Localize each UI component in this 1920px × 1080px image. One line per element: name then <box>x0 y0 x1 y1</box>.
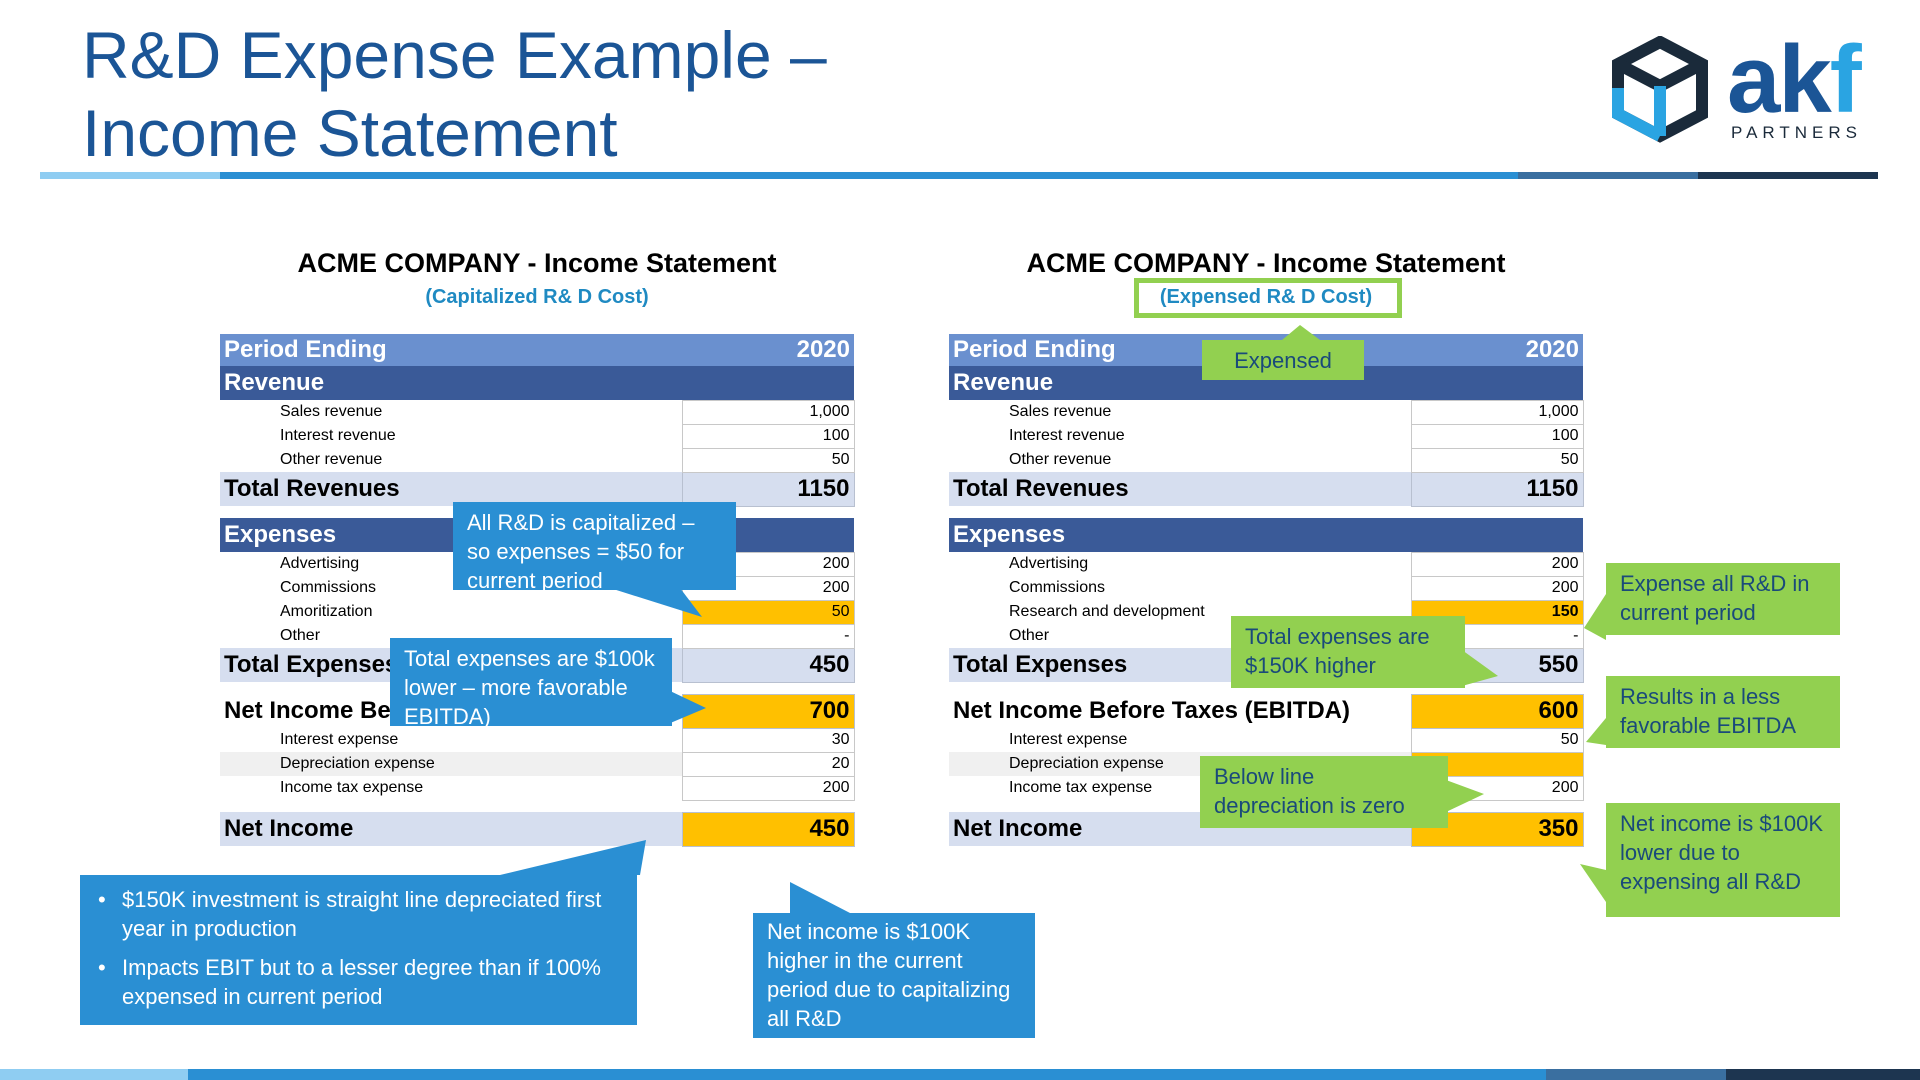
expenses-section: Expenses <box>949 518 1583 552</box>
period-row: Period Ending 2020 <box>220 334 854 366</box>
callout-less-favorable: Results in a less favorable EBITDA <box>1606 676 1840 748</box>
callout-depreciation-bullets: $150K investment is straight line deprec… <box>80 875 637 1025</box>
slide-title: R&D Expense Example – Income Statement <box>82 16 827 172</box>
statement-title: ACME COMPANY - Income Statement <box>1026 248 1506 278</box>
period-label: Period Ending <box>220 334 682 366</box>
revenue-section: Revenue <box>220 366 854 400</box>
subtitle-highlight-box <box>1134 278 1402 318</box>
cube-logo-icon <box>1612 36 1708 143</box>
statement-subtitle: (Expensed R& D Cost) <box>1159 286 1373 308</box>
pointer-net-lower <box>1580 864 1606 902</box>
footer-divider <box>0 1069 1920 1080</box>
callout-expense-all: Expense all R&D in current period <box>1606 563 1840 635</box>
logo-wordmark: akf <box>1727 26 1862 133</box>
callout-capitalized: All R&D is capitalized – so expenses = $… <box>453 502 736 593</box>
income-statement-capitalized: ACME COMPANY - Income Statement (Capital… <box>220 246 855 847</box>
pointer-expense-all <box>1584 594 1606 640</box>
callout-expensed: Expensed <box>1202 340 1364 380</box>
pointer-net-higher <box>790 882 850 913</box>
callout-lower-expenses: Total expenses are $100k lower – more fa… <box>390 638 672 729</box>
statement-title: ACME COMPANY - Income Statement <box>297 248 777 278</box>
period-value: 2020 <box>1411 334 1583 366</box>
period-value: 2020 <box>682 334 854 366</box>
callout-net-higher: Net income is $100K higher in the curren… <box>753 913 1035 1038</box>
header-divider <box>40 172 1878 179</box>
logo-subtitle: PARTNERS <box>1731 123 1863 142</box>
callout-below-line: Below line depreciation is zero <box>1200 756 1448 828</box>
slide-title-line1: R&D Expense Example – <box>82 18 827 92</box>
ebitda-row: Net Income Before Taxes (EBITDA)600 <box>949 693 1584 729</box>
slide-title-line2: Income Statement <box>82 96 618 170</box>
callout-net-lower: Net income is $100K lower due to expensi… <box>1606 803 1840 917</box>
statement-subtitle: (Capitalized R& D Cost) <box>425 286 649 308</box>
pointer-less-favorable <box>1586 718 1606 745</box>
bullet-item: $150K investment is straight line deprec… <box>94 885 623 943</box>
bullet-item: Impacts EBIT but to a lesser degree than… <box>94 953 623 1011</box>
callout-higher-expenses: Total expenses are $150K higher <box>1231 616 1465 688</box>
